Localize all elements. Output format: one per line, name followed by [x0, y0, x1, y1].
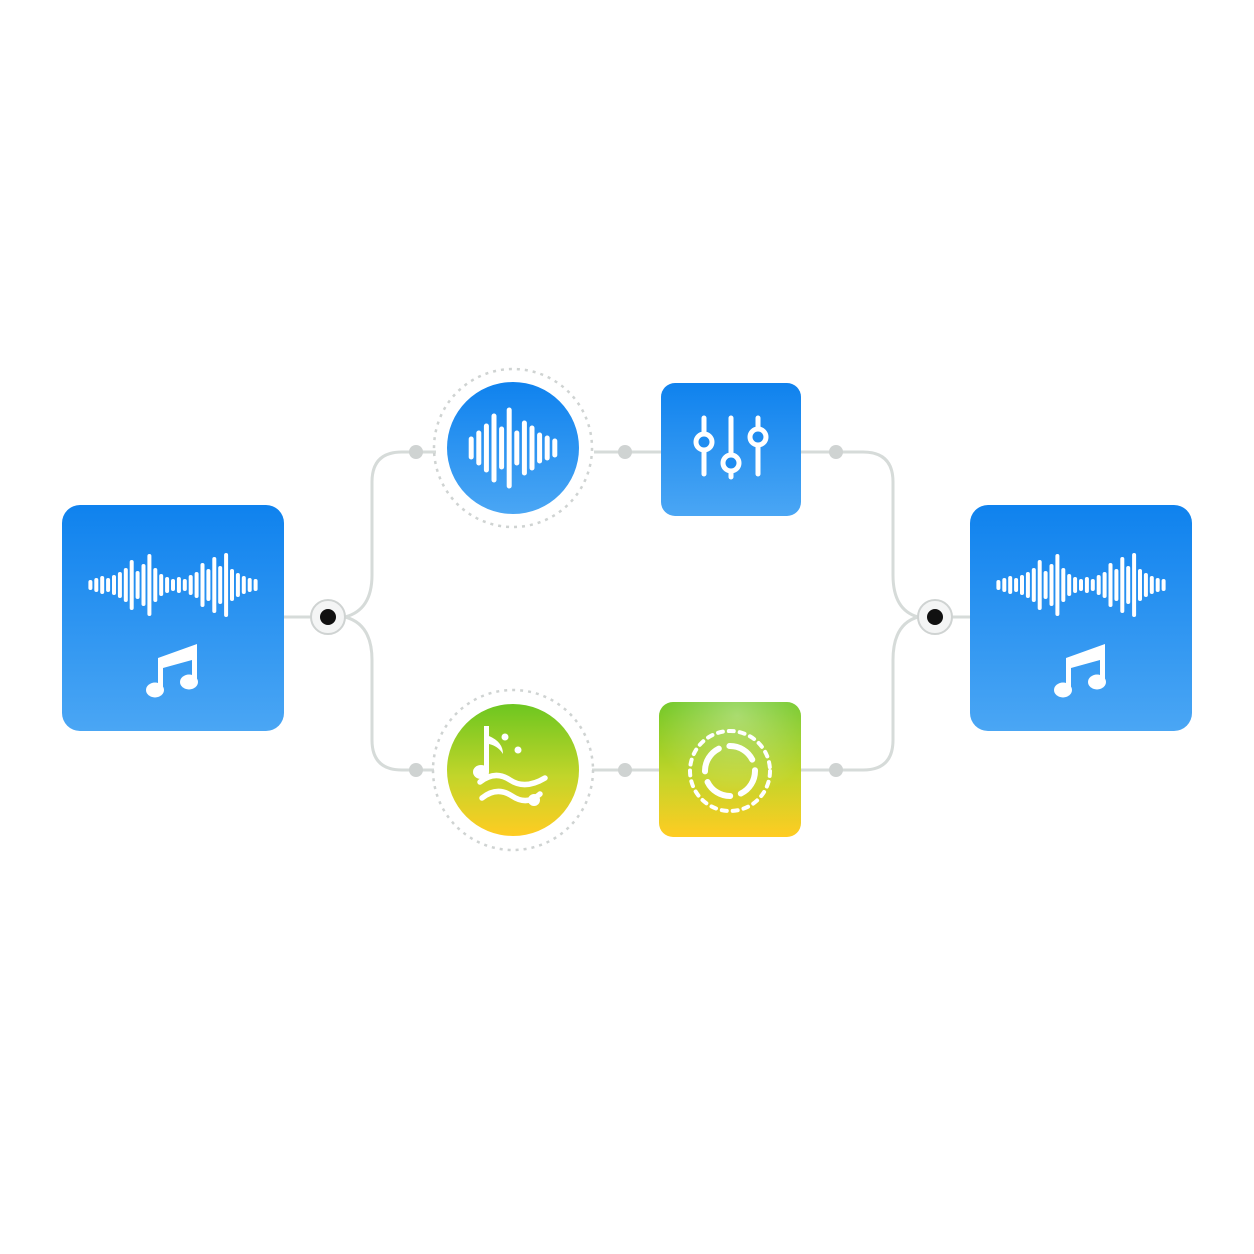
sliders-icon: [693, 415, 769, 480]
split-junction[interactable]: [310, 599, 346, 635]
dashed-ring-icon: [688, 729, 772, 813]
connector-dot: [618, 445, 632, 459]
connector-split-to-bottom-branch: [344, 615, 434, 772]
connector-dot: [829, 763, 843, 777]
junction-dot-icon: [927, 609, 943, 625]
connector-equalizer-to-merge: [801, 450, 919, 619]
focus-target-tile[interactable]: [659, 702, 801, 837]
waveform-icon: [88, 553, 258, 617]
music-waves-icon: [473, 726, 548, 806]
waveform-icon: [996, 553, 1166, 617]
connector-dot: [829, 445, 843, 459]
junction-dot-icon: [320, 609, 336, 625]
connector-focus-to-merge: [801, 615, 919, 772]
output-audio-file-tile[interactable]: [970, 505, 1192, 731]
merge-junction[interactable]: [917, 599, 953, 635]
input-audio-file-tile[interactable]: [62, 505, 284, 731]
music-note-icon: [1054, 644, 1106, 698]
connector-dot: [618, 763, 632, 777]
connector-dot: [409, 445, 423, 459]
connector-split-to-top-branch: [344, 450, 436, 619]
voice-analysis-node[interactable]: [432, 367, 594, 529]
waveform-icon: [468, 407, 558, 489]
music-separation-node[interactable]: [431, 688, 595, 852]
music-note-icon: [146, 644, 198, 698]
equalizer-tile[interactable]: [661, 383, 801, 516]
connectors: [284, 450, 970, 772]
connector-dots: [409, 445, 843, 777]
connector-dot: [409, 763, 423, 777]
